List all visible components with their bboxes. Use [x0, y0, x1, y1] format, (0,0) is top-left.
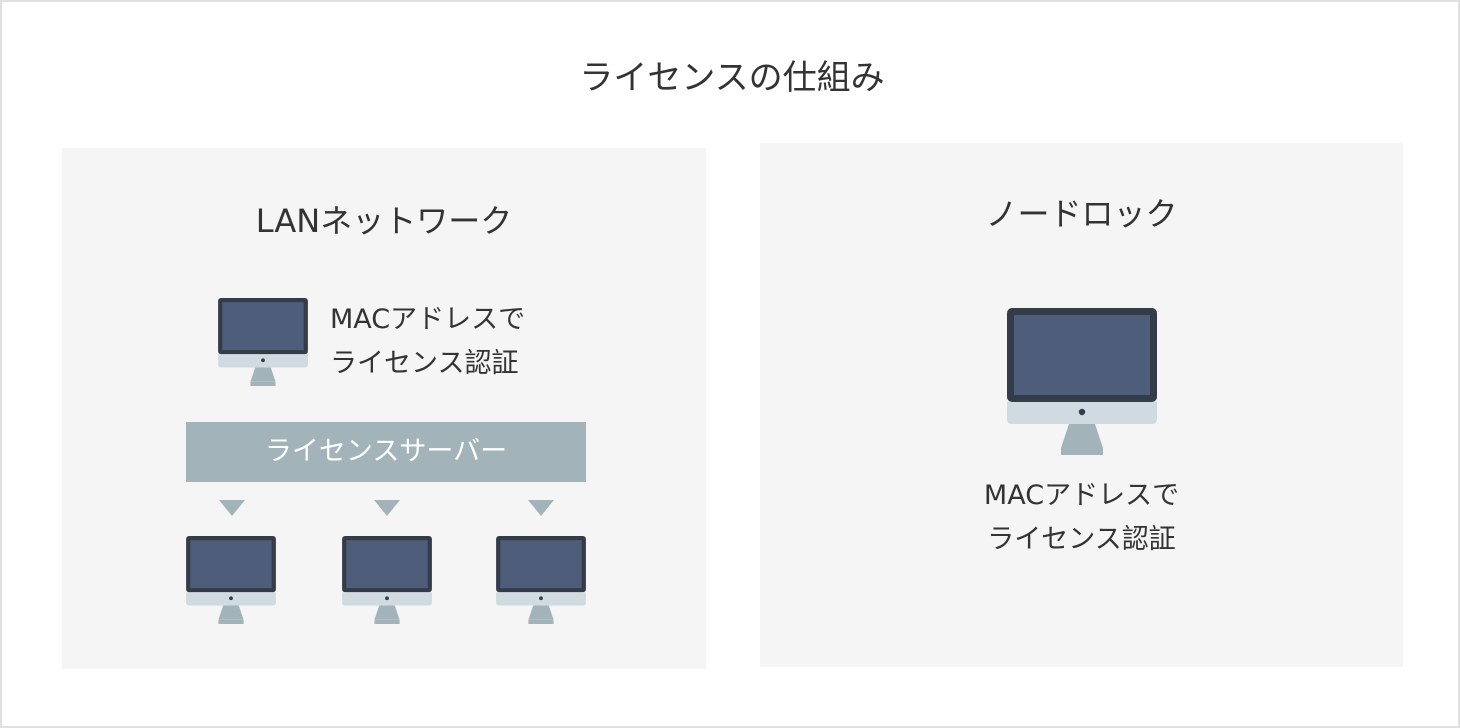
computer-icon — [1007, 308, 1157, 455]
lan-note-line-1: MACアドレスで — [330, 304, 526, 335]
client-computer-icon — [496, 536, 586, 624]
lan-network-title: LANネットワーク — [255, 202, 513, 240]
lan-network-panel: LANネットワーク MACアドレスで ライセンス認証 ライセンスサーバー — [62, 148, 706, 669]
client-computer-icon — [186, 536, 276, 624]
license-server-box: ライセンスサーバー — [186, 422, 586, 482]
down-arrow-icon — [528, 500, 554, 516]
nodelock-note-line-2: ライセンス認証 — [987, 524, 1176, 555]
diagram-title: ライセンスの仕組み — [579, 58, 885, 98]
down-arrow-icon — [219, 500, 245, 516]
nodelock-panel: ノードロック MACアドレスで ライセンス認証 — [760, 143, 1403, 667]
nodelock-title: ノードロック — [985, 195, 1178, 233]
auth-computer-icon — [218, 298, 308, 386]
nodelock-note-line-1: MACアドレスで — [983, 480, 1180, 511]
lan-note: MACアドレスで ライセンス認証 — [330, 298, 525, 386]
nodelock-note: MACアドレスで ライセンス認証 — [760, 474, 1403, 562]
down-arrow-icon — [374, 500, 400, 516]
client-computer-icon — [342, 536, 432, 624]
lan-note-line-2: ライセンス認証 — [330, 348, 519, 379]
